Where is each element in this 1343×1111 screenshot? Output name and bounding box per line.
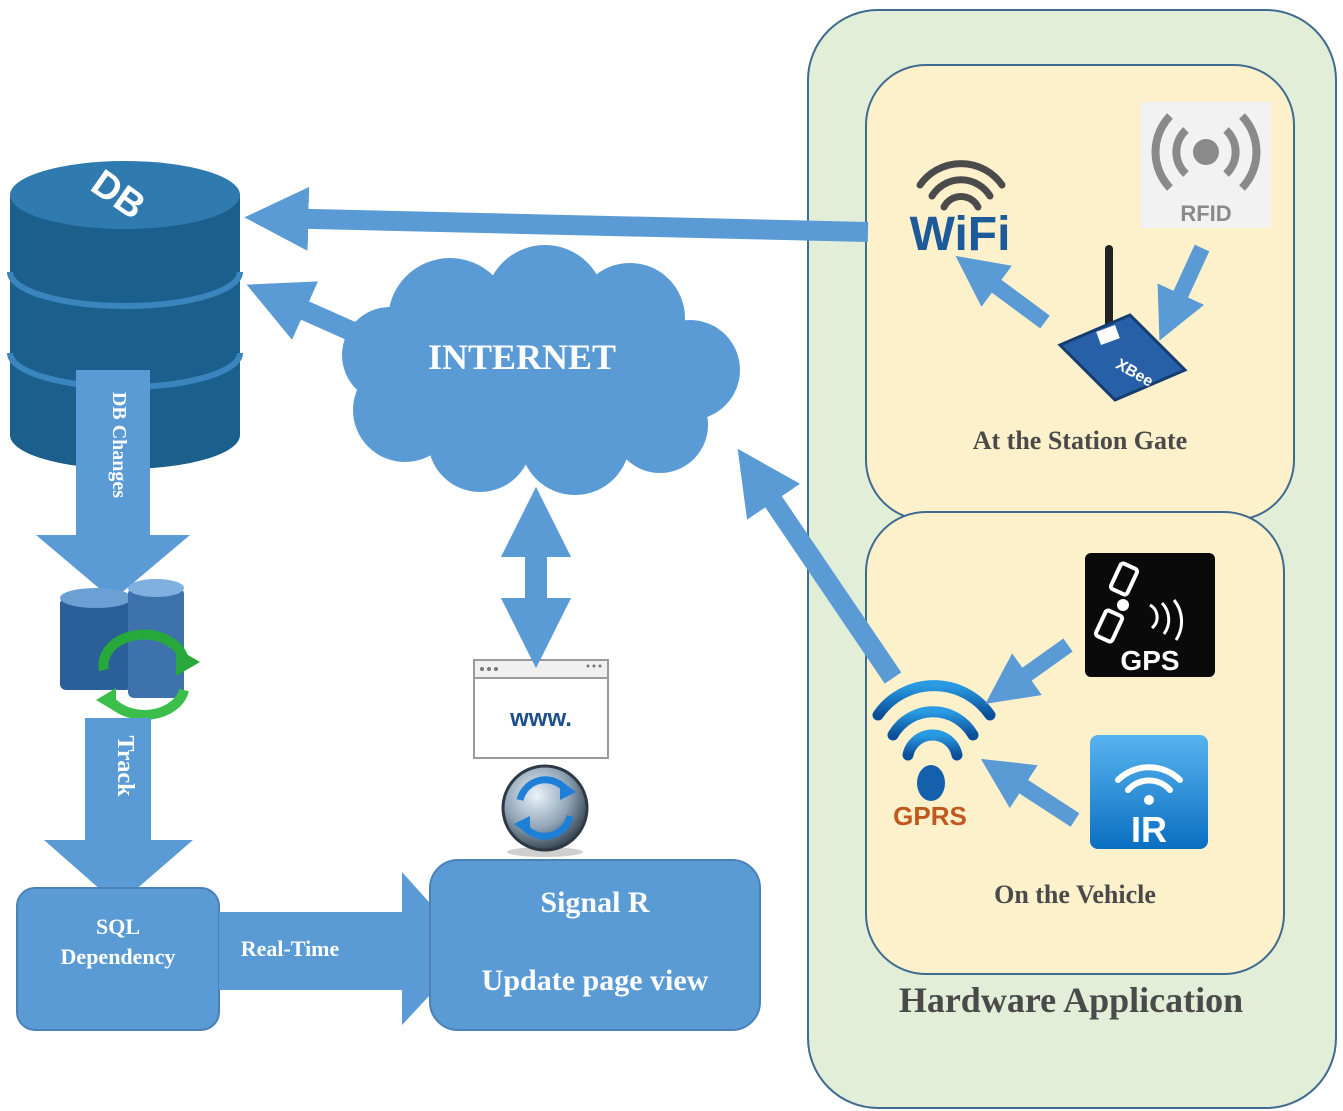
rfid-to-xbee-arrow bbox=[1157, 244, 1210, 341]
station-gate-caption: At the Station Gate bbox=[973, 426, 1187, 455]
gps-icon: GPS bbox=[1085, 553, 1215, 677]
gprs-icon: GPRS bbox=[872, 680, 996, 831]
vehicle-caption: On the Vehicle bbox=[994, 880, 1156, 909]
database-sync-icon bbox=[60, 579, 200, 720]
db-changes-label: DB Changes bbox=[108, 392, 130, 498]
db-changes-arrow: DB Changes bbox=[36, 370, 190, 600]
browser-label: www. bbox=[509, 705, 572, 732]
signalr-subtitle: Update page view bbox=[482, 964, 709, 997]
internet-to-db-arrow bbox=[246, 281, 365, 345]
ir-label: IR bbox=[1131, 809, 1167, 850]
wifi-label: WiFi bbox=[910, 208, 1011, 261]
track-label: Track bbox=[112, 736, 138, 798]
gps-to-gprs-arrow bbox=[985, 638, 1073, 704]
hardware-title: Hardware Application bbox=[899, 980, 1243, 1020]
rfid-icon: RFID bbox=[1141, 102, 1271, 228]
connector-arrows bbox=[244, 186, 1210, 827]
wifi-icon: WiFi bbox=[910, 160, 1011, 261]
refresh-icon bbox=[501, 764, 589, 857]
sql-dependency-box: SQL Dependency bbox=[16, 887, 220, 1031]
cloud-icon: INTERNET bbox=[342, 245, 740, 495]
ir-icon: IR bbox=[1090, 735, 1208, 850]
xbee-module-icon: XBee bbox=[1057, 245, 1188, 402]
gprs-label: GPRS bbox=[893, 801, 967, 831]
ir-to-gprs-arrow bbox=[980, 758, 1080, 827]
vehicle-panel: On the Vehicle bbox=[865, 511, 1285, 975]
track-arrow: Track bbox=[44, 718, 193, 905]
sql-line2: Dependency bbox=[61, 944, 176, 969]
database-icon: DB bbox=[7, 161, 243, 469]
wifi-to-db-arrow bbox=[244, 186, 869, 251]
sql-line1: SQL bbox=[96, 914, 140, 939]
cloud-label: INTERNET bbox=[428, 337, 616, 377]
real-time-arrow: Real-Time bbox=[219, 872, 472, 1025]
gprs-to-internet-arrow bbox=[737, 448, 902, 684]
gps-label: GPS bbox=[1120, 645, 1179, 676]
real-time-label: Real-Time bbox=[241, 936, 340, 961]
signalr-title: Signal R bbox=[540, 886, 650, 919]
rfid-label: RFID bbox=[1180, 201, 1231, 226]
signalr-box: Signal R Update page view bbox=[429, 859, 761, 1031]
browser-window-icon: www. bbox=[473, 659, 609, 759]
xbee-to-wifi-arrow bbox=[955, 255, 1050, 329]
